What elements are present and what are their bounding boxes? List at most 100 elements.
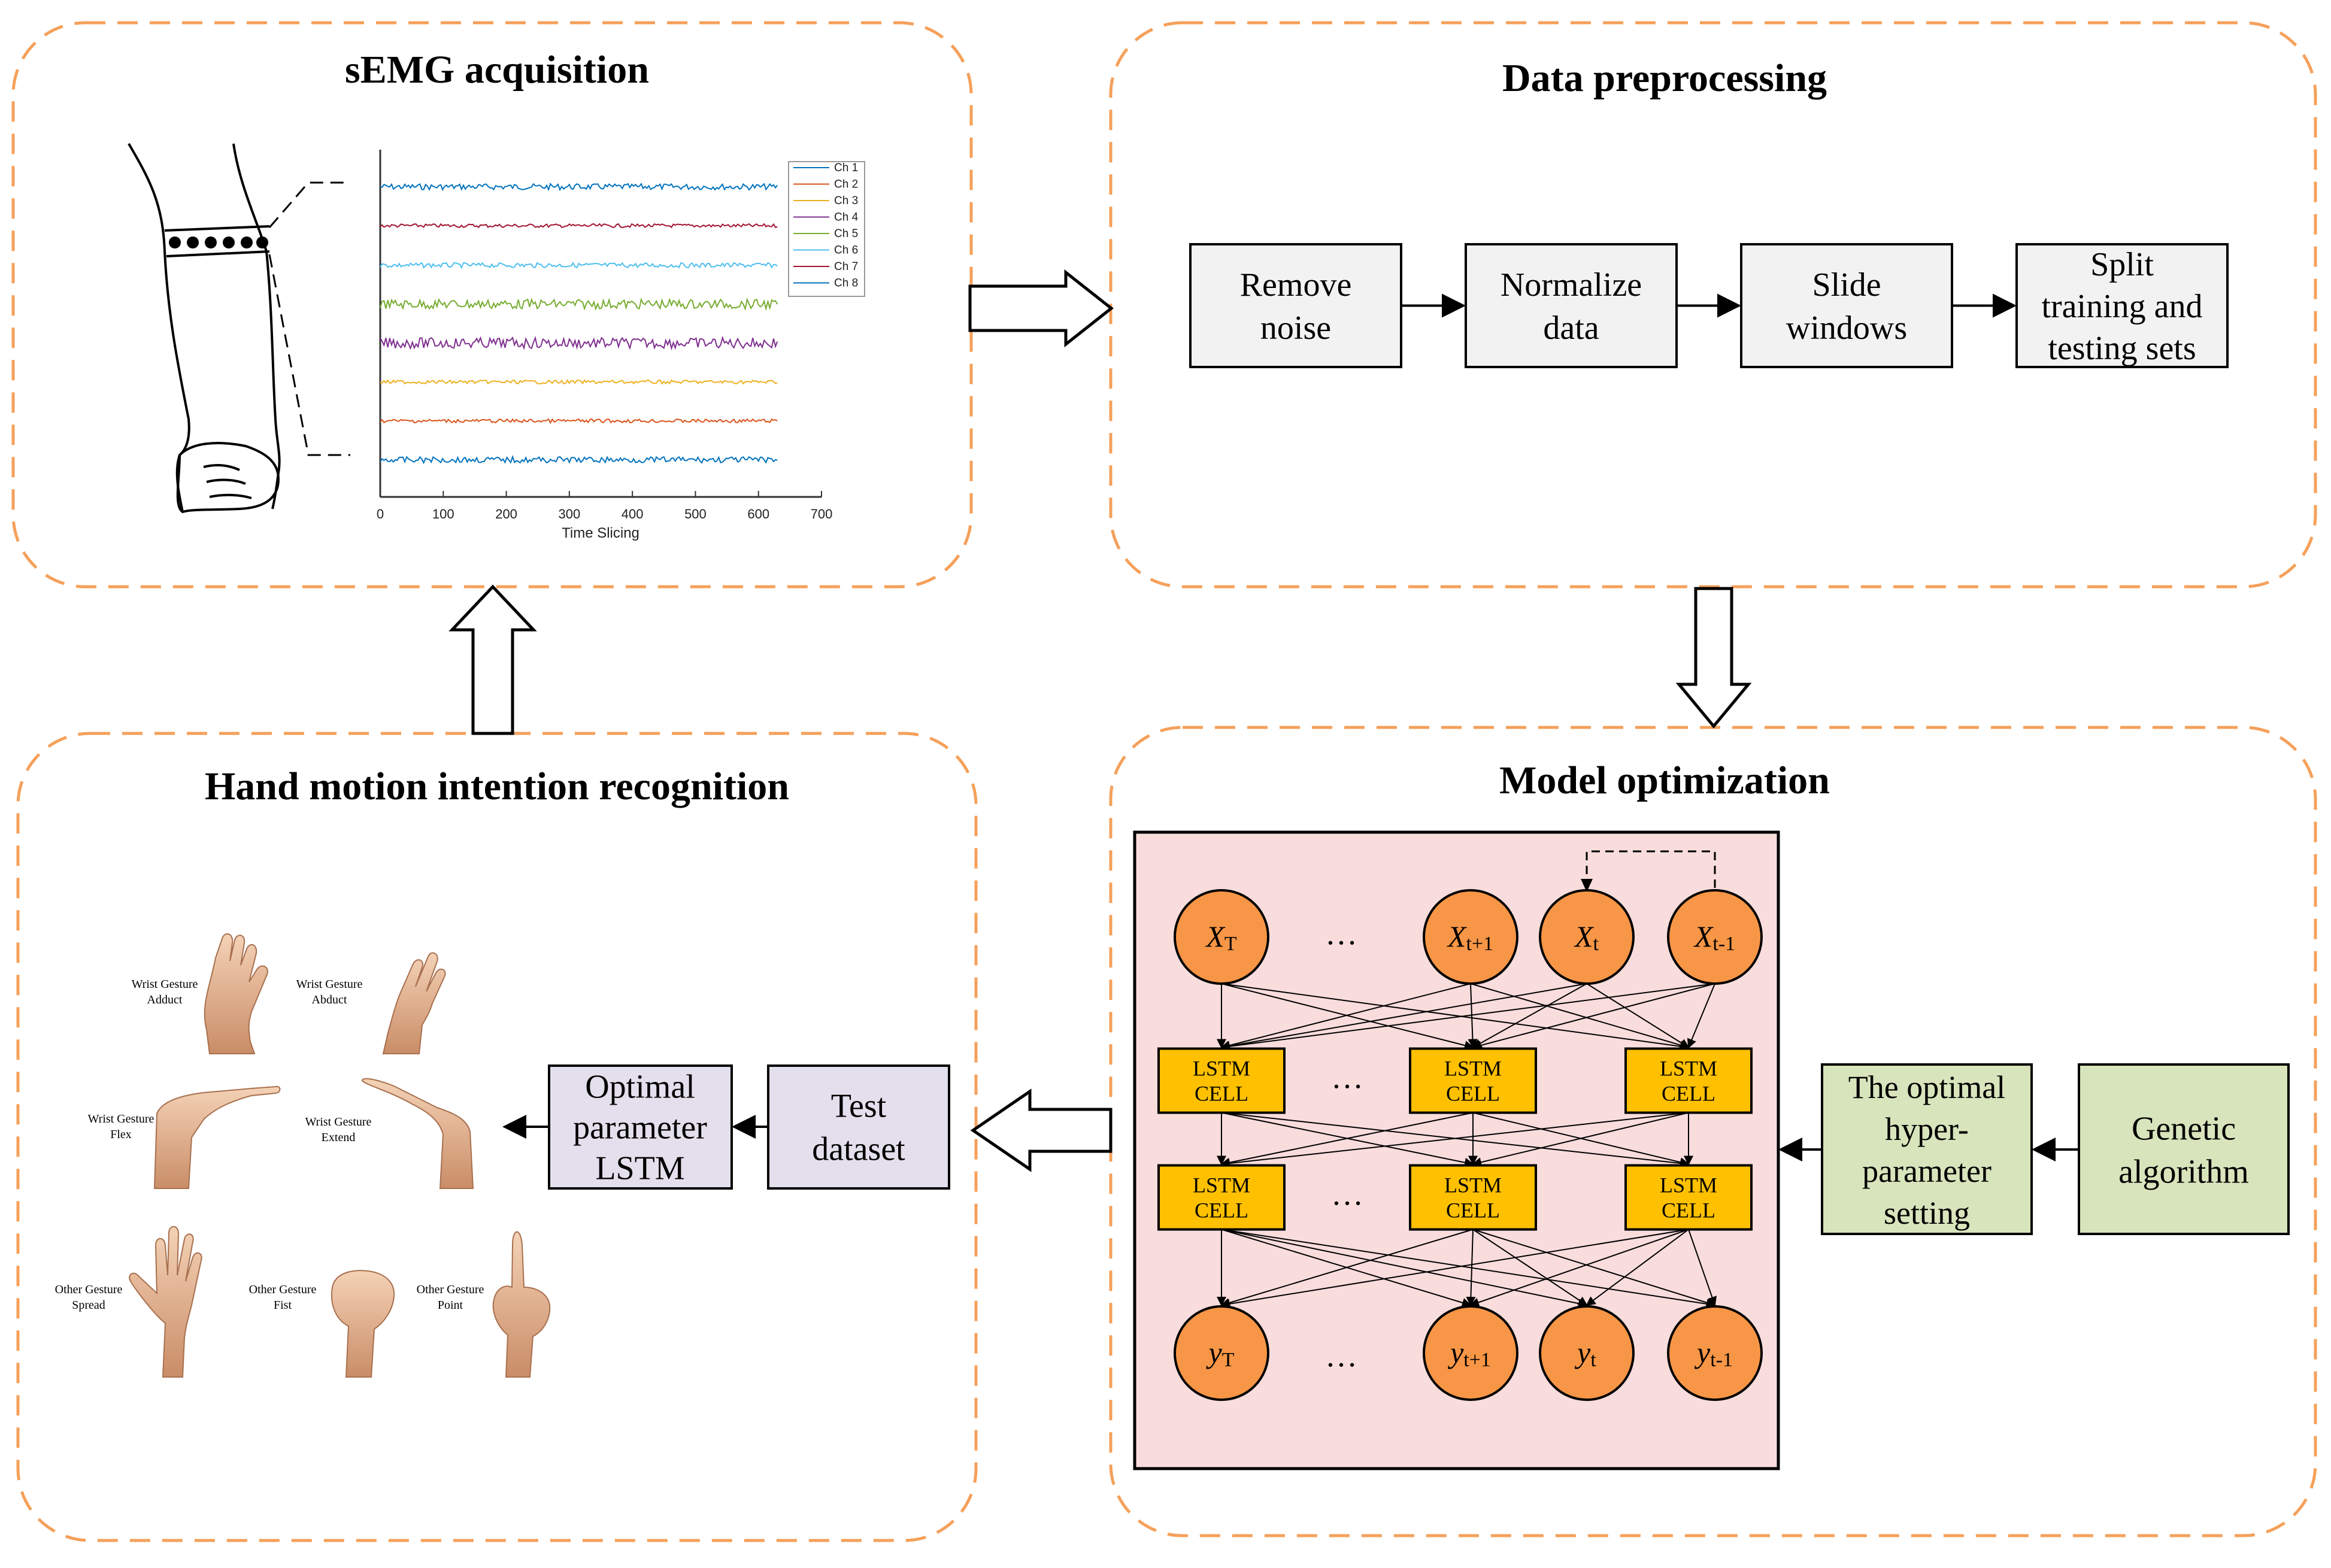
gesture-label-line2: Adduct [147, 993, 183, 1006]
x-tick-label: 100 [432, 507, 454, 521]
legend-label: Ch 6 [834, 244, 858, 257]
output-node-label: yt+1 [1447, 1336, 1491, 1371]
lstm-cell-box [1624, 1047, 1753, 1114]
edge-cell-output [1688, 1229, 1717, 1306]
input-node-base: X [1574, 920, 1595, 953]
plot-legend: Ch 1Ch 2Ch 3Ch 4Ch 5Ch 6Ch 7Ch 8 [793, 162, 859, 290]
gesture-photo-abduct [382, 952, 446, 1054]
test-dataset-text-line: dataset [812, 1131, 905, 1168]
flow-arrow-up [448, 584, 537, 735]
x-tick-label: 700 [811, 507, 833, 521]
output-node-circle [1174, 1305, 1269, 1401]
edge-input-cell [1586, 983, 1690, 1048]
flow-arrow-down [1675, 587, 1752, 729]
edge-cell-cell [1220, 1112, 1689, 1168]
arm-electrode-illustration [128, 142, 350, 514]
network-connections [1217, 983, 1717, 1309]
preprocess-step-text-line: Split [2090, 246, 2154, 283]
preprocess-steps: RemovenoiseNormalizedataSlidewindowsSpli… [1189, 243, 2229, 368]
lstm-cell-text-line: CELL [1446, 1199, 1500, 1223]
semg-title: sEMG acquisition [345, 48, 649, 92]
legend-label: Ch 1 [834, 162, 858, 174]
edge-input-cell [1472, 983, 1587, 1048]
test-dataset-box [767, 1064, 950, 1190]
recurrent-dashed-arrowhead [1581, 879, 1593, 892]
preprocess-step-text-line: testing sets [2048, 330, 2196, 367]
output-node-base: y [1574, 1336, 1591, 1369]
output-node-circle [1539, 1305, 1635, 1401]
legend-label: Ch 4 [834, 211, 859, 224]
lstm-cell-text-line: CELL [1195, 1082, 1248, 1106]
panel-semg [11, 21, 973, 589]
edge-input-cell [1220, 983, 1587, 1051]
plot-traces [380, 183, 778, 465]
input-node-circle [1423, 889, 1518, 985]
gesture-photo-extend [361, 1078, 474, 1189]
gesture-label-line1: Other Gesture [417, 1283, 484, 1296]
hyper-parameter-text-line: The optimal [1848, 1069, 2005, 1105]
output-node-circle [1667, 1305, 1763, 1401]
optimal-lstm-text-line: parameter [573, 1109, 707, 1147]
edge-cell-output [1586, 1229, 1689, 1306]
optimal-lstm-text-line: LSTM [595, 1150, 684, 1187]
output-node-sub: t-1 [1710, 1349, 1733, 1371]
preprocess-step-text-line: data [1543, 310, 1599, 347]
ellipsis: … [1331, 1059, 1363, 1095]
signal-trace-ch1 [380, 183, 778, 192]
input-node-circle [1539, 889, 1635, 985]
x-tick-label: 600 [747, 507, 769, 521]
input-node-circle [1667, 889, 1763, 985]
lstm-cell-box [1157, 1164, 1286, 1231]
legend-label: Ch 5 [834, 228, 858, 240]
preprocess-step-text-line: training and [2041, 288, 2202, 325]
ellipsis: … [1325, 1337, 1357, 1373]
x-tick-label: 300 [558, 507, 580, 521]
gesture-label-line2: Abduct [312, 993, 347, 1006]
input-node-base: X [1693, 920, 1714, 953]
edge-cell-output [1472, 1229, 1716, 1308]
preprocess-step-box [2015, 243, 2229, 368]
gesture-label-line1: Other Gesture [55, 1283, 123, 1296]
gesture-label-line2: Point [438, 1299, 463, 1312]
input-node-sub: T [1224, 933, 1237, 955]
flow-arrow-left [970, 1088, 1113, 1172]
preprocess-step-box [1465, 243, 1678, 368]
input-node-label: XT [1205, 920, 1237, 955]
input-node-label: Xt-1 [1693, 920, 1735, 955]
output-node-label: yt-1 [1694, 1336, 1733, 1371]
genetic-algorithm-text-line: algorithm [2118, 1154, 2249, 1191]
lstm-cell-text-line: LSTM [1193, 1057, 1250, 1081]
preprocess-step-box [1740, 243, 1953, 368]
output-node-circle [1423, 1305, 1518, 1401]
preprocess-step-text-line: Slide [1812, 266, 1881, 304]
lstm-cell-text-line: LSTM [1444, 1173, 1502, 1197]
gesture-label-line2: Fist [274, 1299, 292, 1312]
lstm-cell-box [1409, 1164, 1537, 1231]
gesture-label-line1: Other Gesture [249, 1283, 317, 1296]
hyper-parameter-text-line: hyper- [1885, 1111, 1969, 1147]
gesture-photo-spread [129, 1226, 202, 1378]
output-node-label: yT [1206, 1336, 1235, 1371]
lstm-cell-text-line: LSTM [1660, 1057, 1717, 1081]
input-node-sub: t+1 [1466, 933, 1493, 955]
preprocess-step-text-line: Remove [1240, 266, 1352, 304]
edge-input-cell [1687, 983, 1715, 1049]
lstm-cell-text-line: CELL [1662, 1082, 1715, 1106]
output-node-label: yt [1574, 1336, 1596, 1371]
test-dataset-text-line: Test [831, 1088, 887, 1125]
hyper-parameter-text-line: parameter [1862, 1153, 1991, 1189]
optimal-lstm-box [548, 1064, 733, 1190]
legend-label: Ch 3 [834, 195, 858, 207]
gesture-label-line1: Wrist Gesture [296, 978, 363, 991]
gesture-photo-point [492, 1231, 551, 1378]
signal-trace-ch4 [380, 297, 778, 311]
genetic-algorithm-box [2078, 1063, 2290, 1235]
ga-group: The optimalhyper-parametersettingGenetic… [1778, 1063, 2290, 1235]
hyper-parameter-box [1821, 1063, 2033, 1235]
lstm-cell-text-line: CELL [1195, 1199, 1248, 1223]
input-node-base: X [1447, 920, 1468, 953]
x-tick-label: 0 [377, 507, 384, 521]
